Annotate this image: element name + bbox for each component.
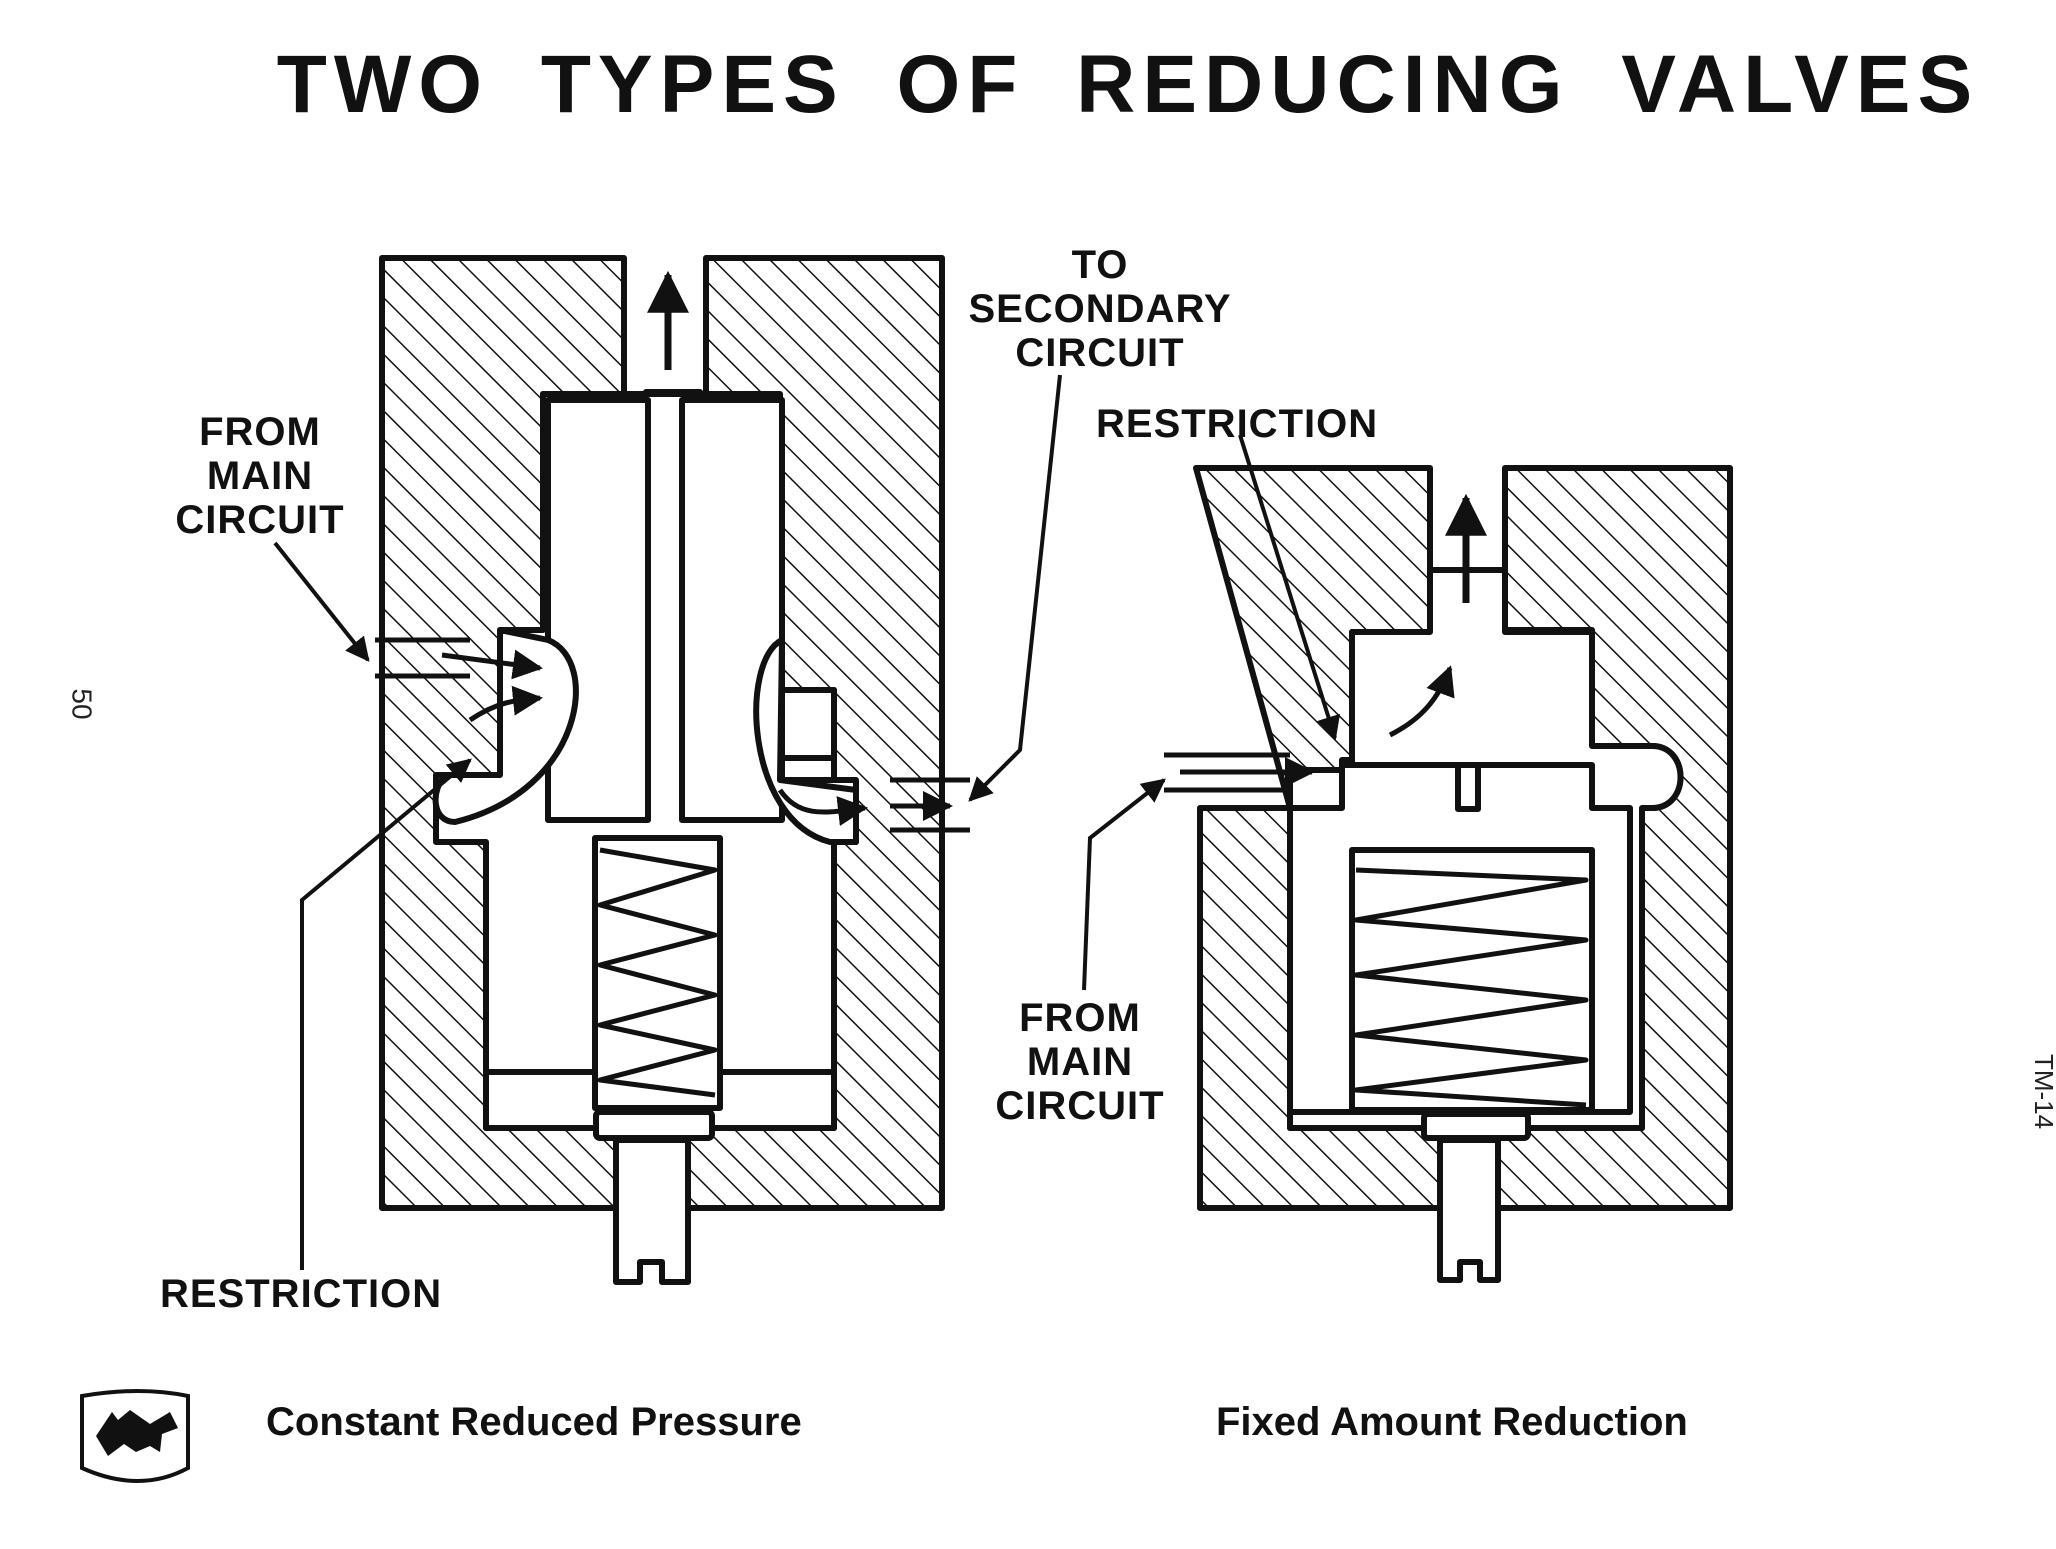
left-spool-left-half	[545, 397, 651, 823]
left-valve-caption: Constant Reduced Pressure	[266, 1400, 802, 1444]
right-spring-seat	[1421, 1111, 1531, 1141]
right-adjusting-stem	[1437, 1137, 1501, 1283]
right-valve-caption: Fixed Amount Reduction	[1216, 1400, 1688, 1444]
left-from-main-line2: MAIN	[206, 454, 314, 498]
right-piston-slot	[1455, 762, 1481, 812]
to-secondary-line3: CIRCUIT	[1015, 331, 1185, 375]
left-from-main-line3: CIRCUIT	[175, 498, 345, 542]
page-title: TWO TYPES OF REDUCING VALVES	[276, 39, 1980, 130]
to-secondary-line1: TO	[1071, 243, 1129, 287]
left-flow-arrows	[375, 270, 970, 833]
left-restriction-label: RESTRICTION	[160, 1272, 443, 1316]
leader-to-secondary	[968, 374, 1062, 802]
leader-lines	[273, 374, 1340, 1270]
right-spring	[1353, 867, 1589, 1108]
deer-logo-icon	[80, 1389, 190, 1483]
left-from-main-line1: FROM	[199, 410, 321, 454]
right-from-main-label: FROM MAIN CIRCUIT	[980, 996, 1180, 1128]
right-valve	[1193, 465, 1733, 1283]
right-from-main-line3: CIRCUIT	[995, 1084, 1165, 1128]
right-restriction-label: RESTRICTION	[1096, 402, 1379, 446]
right-flow-arrows	[1164, 493, 1487, 793]
leader-left-restriction	[300, 758, 472, 1270]
doc-code: TM-14	[2029, 1053, 2056, 1130]
to-secondary-label: TO SECONDARY CIRCUIT	[960, 243, 1240, 375]
leader-right-from-main	[1082, 778, 1166, 991]
left-from-main-label: FROM MAIN CIRCUIT	[160, 410, 360, 542]
to-secondary-line2: SECONDARY	[968, 287, 1232, 331]
left-spring-seat	[593, 1109, 715, 1141]
leader-left-from-main	[273, 541, 370, 662]
left-adjusting-stem	[613, 1137, 691, 1285]
right-from-main-line1: FROM	[1019, 996, 1141, 1040]
left-spring	[597, 847, 718, 1098]
right-from-main-line2: MAIN	[1026, 1040, 1134, 1084]
left-valve	[379, 255, 945, 1285]
leader-right-restriction	[1238, 434, 1340, 741]
left-spring-chamber	[592, 835, 723, 1111]
page-number: 50	[66, 688, 98, 720]
